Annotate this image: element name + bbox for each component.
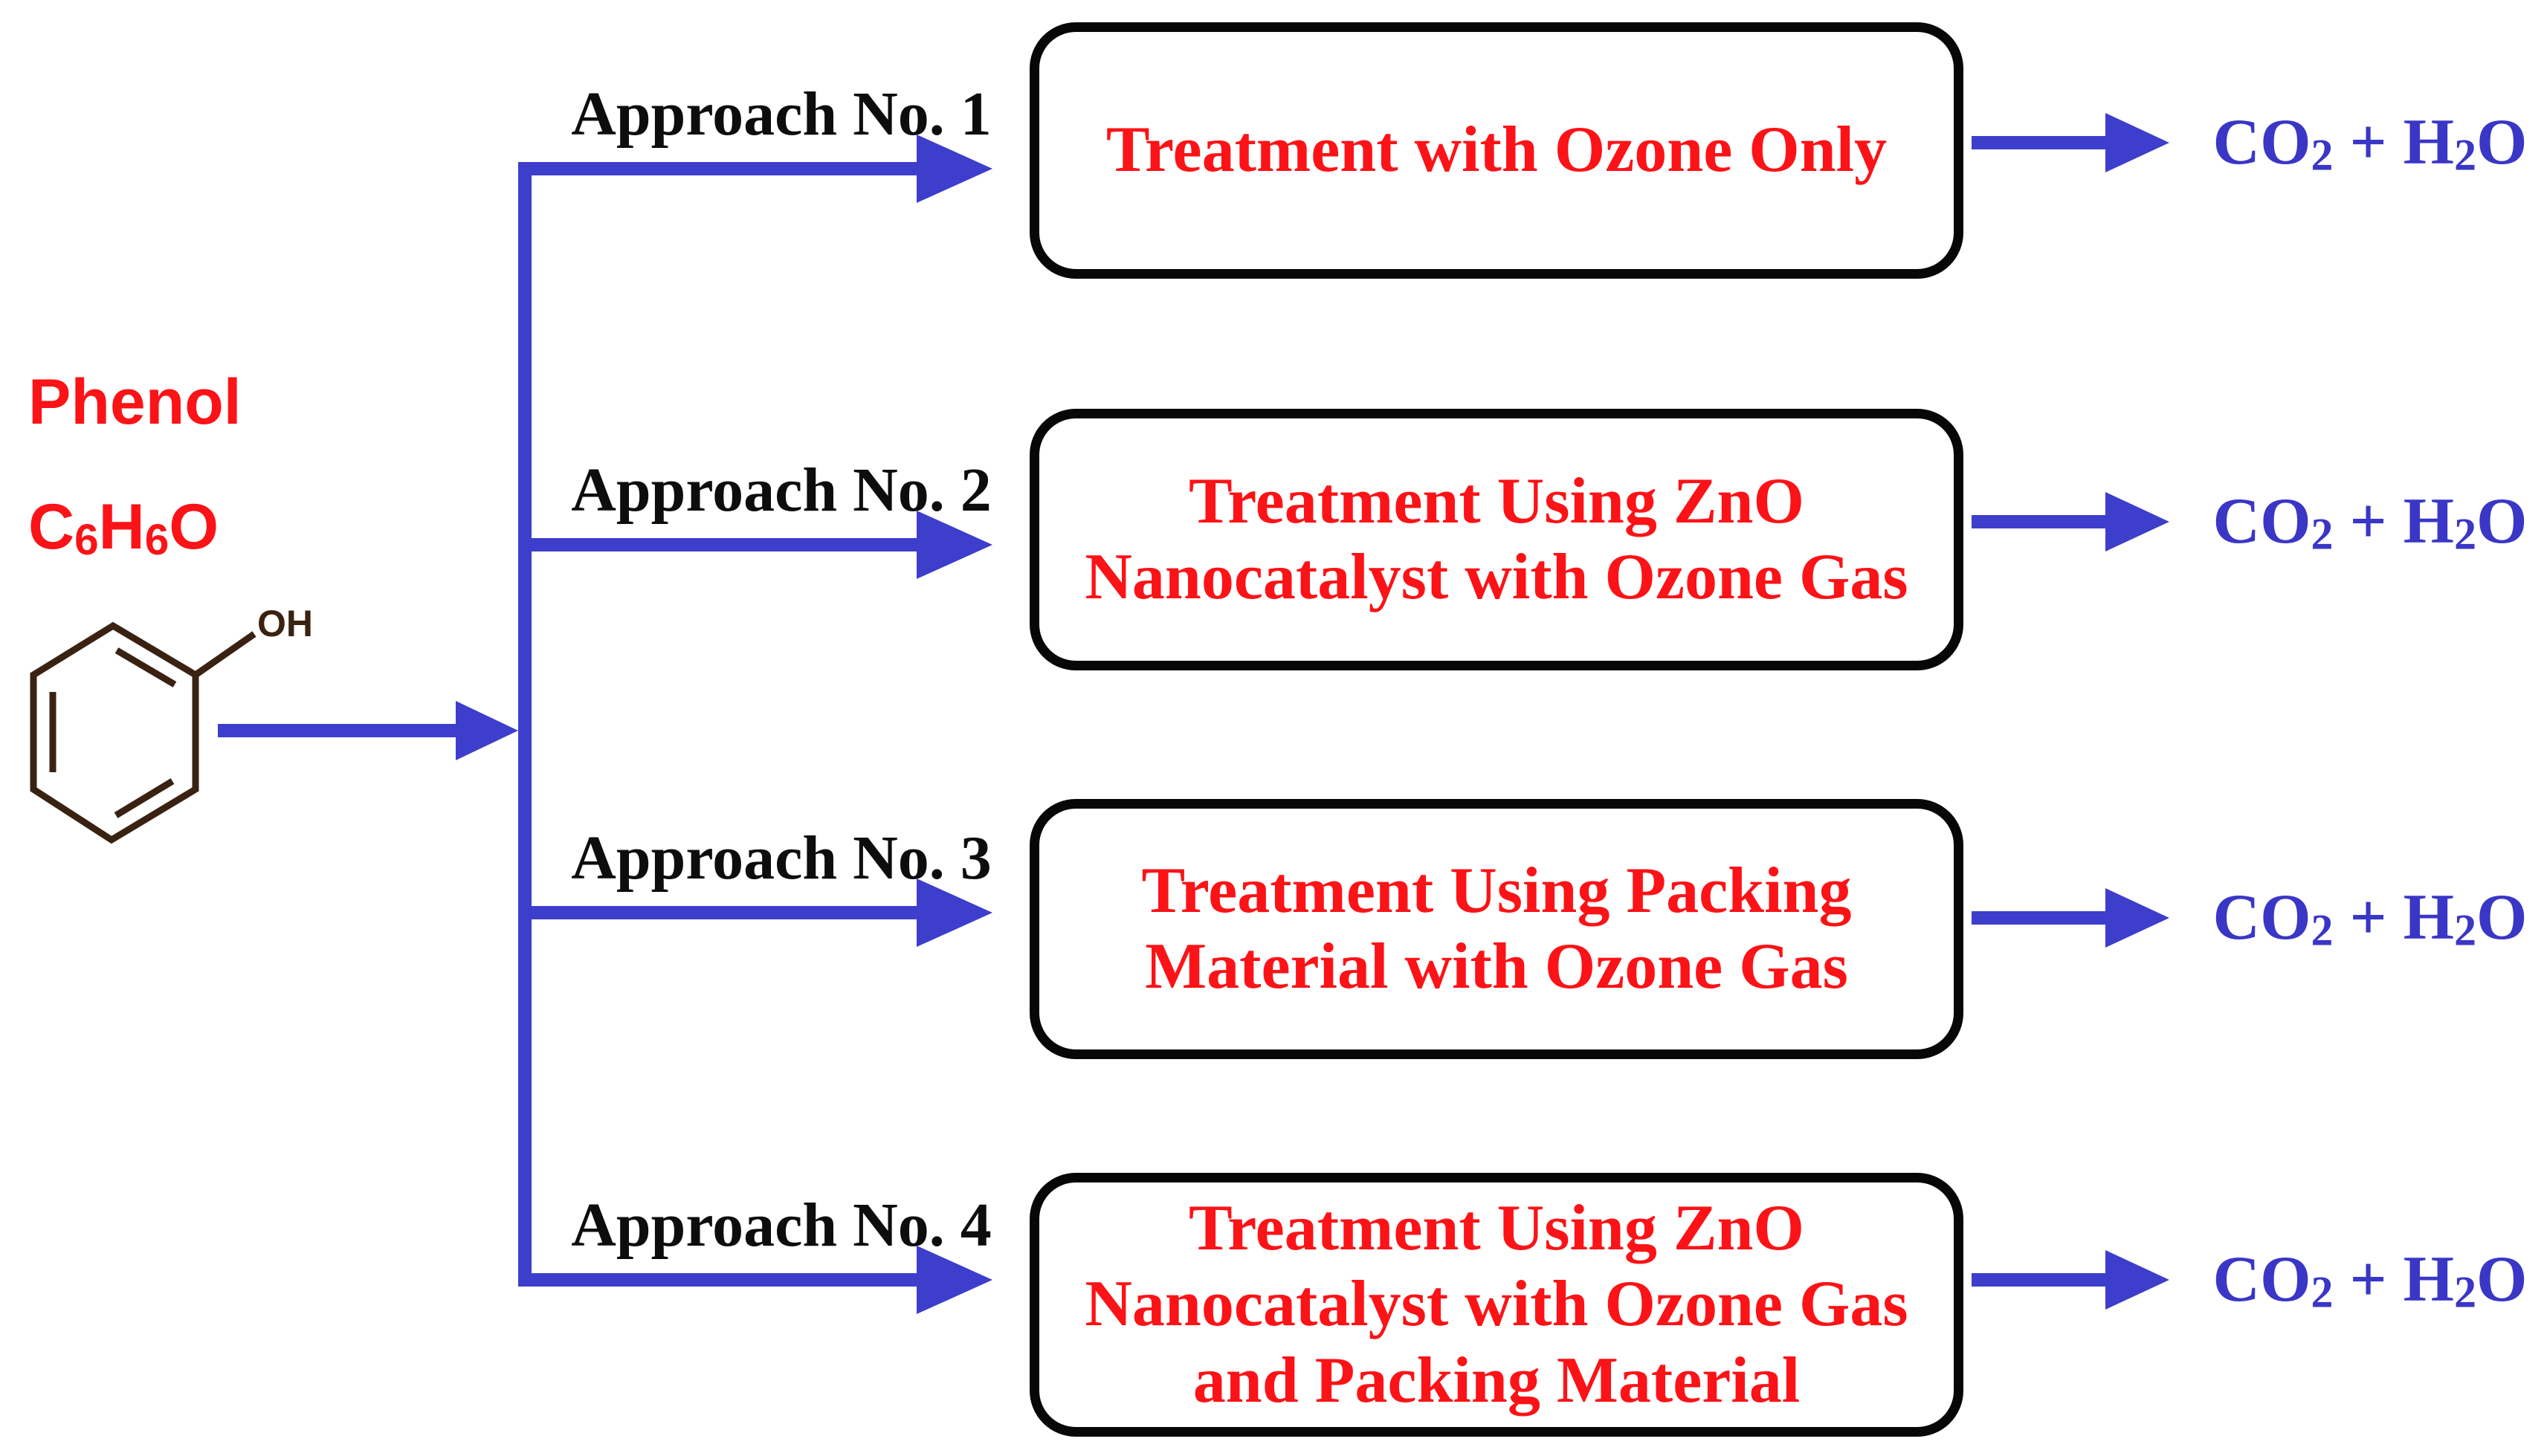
output-formula-4: CO2 + H2O [2212, 1243, 2528, 1317]
treatment-box-3: Treatment Using Packing Material with Oz… [1030, 799, 1963, 1059]
benzene-ring-structure [30, 621, 256, 844]
hydroxyl-group-label: OH [257, 603, 313, 644]
treatment-box-2: Treatment Using ZnO Nanocatalyst with Oz… [1030, 409, 1963, 670]
output-formula-3: CO2 + H2O [2212, 881, 2528, 955]
treatment-box-1: Treatment with Ozone Only [1030, 22, 1963, 279]
treatment-box-2-label: Treatment Using ZnO Nanocatalyst with Oz… [1085, 465, 1908, 613]
output-arrow-2-head-icon [2105, 492, 2169, 551]
approach-arrow-2-head-icon [917, 511, 992, 579]
output-arrow-4 [1972, 1273, 2105, 1287]
approach-arrow-4-head-icon [917, 1246, 992, 1314]
branch-line [518, 162, 532, 1287]
phenol-formula: C6H6O [28, 491, 219, 565]
output-arrow-1-head-icon [2105, 113, 2169, 172]
output-arrow-1 [1972, 136, 2105, 149]
output-formula-1: CO2 + H2O [2212, 106, 2528, 180]
treatment-box-4-label: Treatment Using ZnO Nanocatalyst with Oz… [1085, 1192, 1908, 1417]
main-arrow-head-icon [456, 701, 518, 760]
approach-arrow-2 [518, 538, 917, 551]
approach-arrow-4 [518, 1273, 917, 1287]
output-arrow-2 [1972, 515, 2105, 528]
output-formula-2: CO2 + H2O [2212, 485, 2528, 559]
treatment-box-3-label: Treatment Using Packing Material with Oz… [1141, 854, 1852, 1003]
treatment-box-1-label: Treatment with Ozone Only [1105, 114, 1888, 187]
approach-arrow-3 [518, 906, 917, 919]
treatment-box-4: Treatment Using ZnO Nanocatalyst with Oz… [1030, 1173, 1963, 1437]
phenol-label: Phenol [28, 366, 242, 438]
output-arrow-4-head-icon [2105, 1250, 2169, 1310]
main-arrow-shaft [218, 724, 457, 737]
approach-arrow-3-head-icon [917, 879, 992, 947]
output-arrow-3-head-icon [2105, 888, 2169, 948]
approach-arrow-1-head-icon [917, 135, 992, 203]
output-arrow-3 [1972, 911, 2105, 925]
approach-arrow-1 [518, 162, 917, 175]
